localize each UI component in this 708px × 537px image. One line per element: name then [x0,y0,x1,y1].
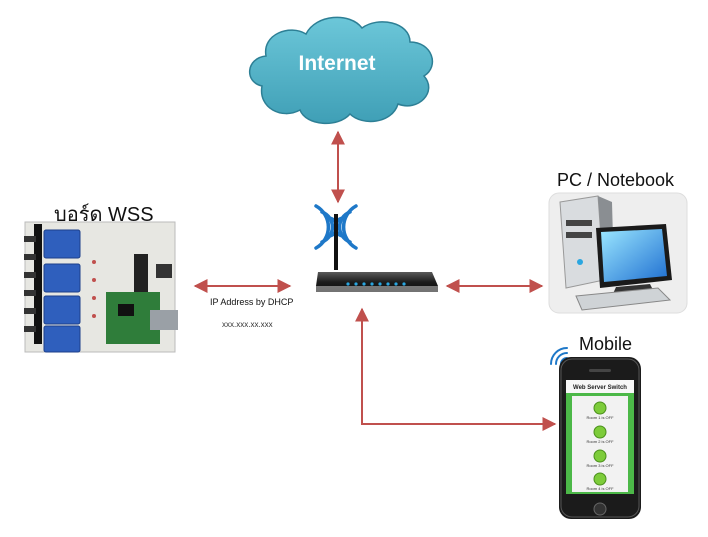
router-icon [316,214,438,292]
phone-room-status: Room 3 is OFF [586,463,614,468]
relay-board-icon [24,221,178,353]
internet-label: Internet [298,52,376,75]
phone-room-status: Room 2 is OFF [586,439,614,444]
arrow-router-mobile [355,307,557,431]
mobile-label: Mobile [579,334,633,354]
cloud-icon [249,16,434,125]
desktop-pc-icon [548,192,688,314]
board-label: บอร์ด WSS [54,204,154,226]
ip-address-label: IP Address by DHCP [210,297,294,307]
connection-arrows [193,130,557,431]
phone-room-status: Room 1 is OFF [586,415,614,420]
phone-screen-title: Web Server Switch [573,385,627,391]
phone-room-status: Room 4 is OFF [586,486,614,491]
ip-address-value: xxx.xxx.xx.xxx [222,320,273,329]
pc-label: PC / Notebook [557,170,675,190]
smartphone-icon [550,347,641,519]
